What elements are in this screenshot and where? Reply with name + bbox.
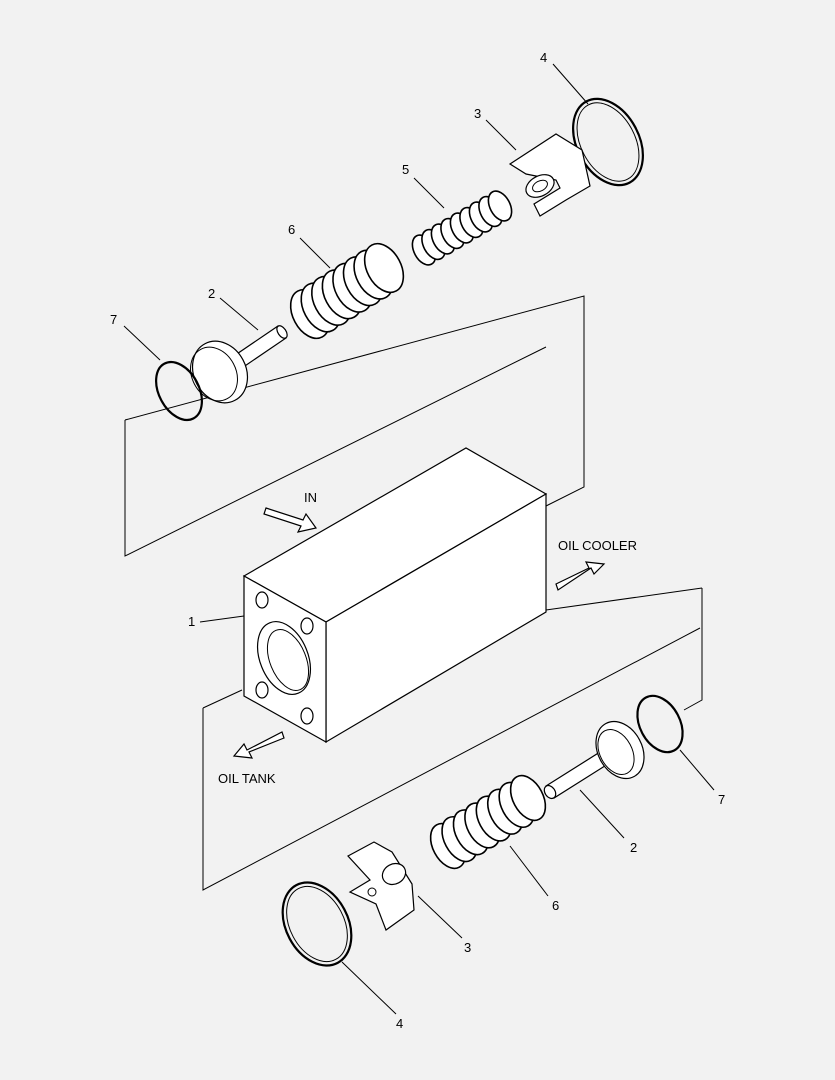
callout-bottom-4: 4 [396, 1016, 403, 1031]
spring-coil [363, 242, 405, 294]
bottom-guide-3 [347, 841, 415, 931]
spring-coil [509, 774, 547, 822]
label-oil-tank: OIL TANK [218, 771, 276, 786]
callouts: 4 3 5 6 2 7 1 7 2 6 3 4 [110, 50, 725, 1031]
upper-assembly-guide [124, 295, 585, 557]
label-oil-cooler: OIL COOLER [558, 538, 637, 553]
callout-top-5: 5 [402, 162, 409, 177]
bottom-oring-4 [281, 881, 353, 967]
spring-coil [487, 190, 513, 222]
callout-top-4: 4 [540, 50, 547, 65]
callout-bottom-3: 3 [464, 940, 471, 955]
leader-lines [123, 63, 715, 1015]
label-in: IN [304, 490, 317, 505]
callout-bottom-6: 6 [552, 898, 559, 913]
arrow-oil-tank [232, 731, 285, 759]
bottom-oring-7 [636, 694, 684, 754]
arrow-oil-cooler [555, 561, 606, 591]
bottom-poppet-2 [543, 720, 645, 800]
bottom-spring-6 [429, 774, 547, 870]
callout-bottom-2: 2 [630, 840, 637, 855]
callout-top-7: 7 [110, 312, 117, 327]
top-oring-7 [155, 360, 203, 422]
top-spring-5 [411, 190, 513, 266]
callout-body-1: 1 [188, 614, 195, 629]
callout-bottom-7: 7 [718, 792, 725, 807]
callout-top-6: 6 [288, 222, 295, 237]
top-poppet-2 [190, 325, 288, 404]
valve-body [242, 447, 548, 744]
callout-top-2: 2 [208, 286, 215, 301]
top-spring-6 [289, 242, 405, 340]
lower-assembly-guide [202, 587, 703, 891]
callout-top-3: 3 [474, 106, 481, 121]
top-guide-3 [508, 133, 591, 217]
arrow-in [263, 507, 318, 533]
